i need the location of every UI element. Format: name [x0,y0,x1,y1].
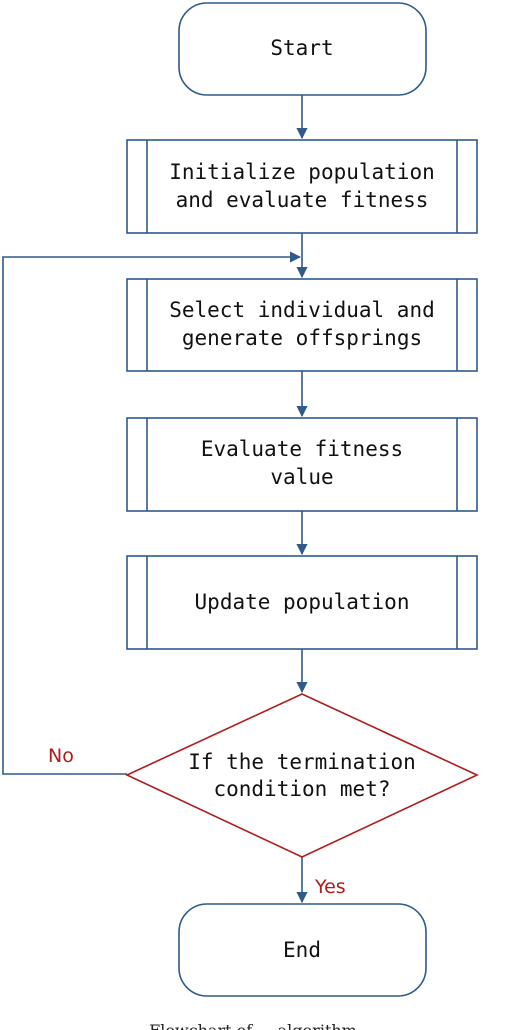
init-process-line1: Initialize population [169,160,435,184]
connectors [2,95,308,904]
select-process-shape [126,278,478,372]
figure-caption: Flowchart of ... algorithm [149,1021,357,1030]
select-process: Select individual and generate offspring… [126,278,478,372]
start-node: Start [178,2,427,96]
end-node-label: End [283,938,321,962]
yes-branch-label: Yes [314,876,346,898]
evaluate-process-shape [126,417,478,512]
update-process: Update population [126,555,478,650]
termination-decision-line1: If the termination [188,750,416,774]
edge-no-loop [2,251,302,775]
termination-decision: If the termination condition met? [125,693,479,858]
termination-decision-line2: condition met? [213,777,390,801]
evaluate-process-line2: value [270,465,333,489]
start-node-label: Start [270,36,333,60]
evaluate-process: Evaluate fitness value [126,417,478,512]
select-process-line2: generate offsprings [182,326,422,350]
init-process-shape [126,139,478,234]
termination-decision-shape [125,693,479,858]
select-process-line1: Select individual and [169,298,435,322]
evaluate-process-line1: Evaluate fitness [201,437,403,461]
end-node-shape [178,903,427,997]
init-process: Initialize population and evaluate fitne… [126,139,478,234]
no-branch-label: No [48,745,74,767]
start-node-shape [178,2,427,96]
init-process-line2: and evaluate fitness [176,188,429,212]
update-process-label: Update population [195,590,410,614]
end-node: End [178,903,427,997]
update-process-shape [126,555,478,650]
